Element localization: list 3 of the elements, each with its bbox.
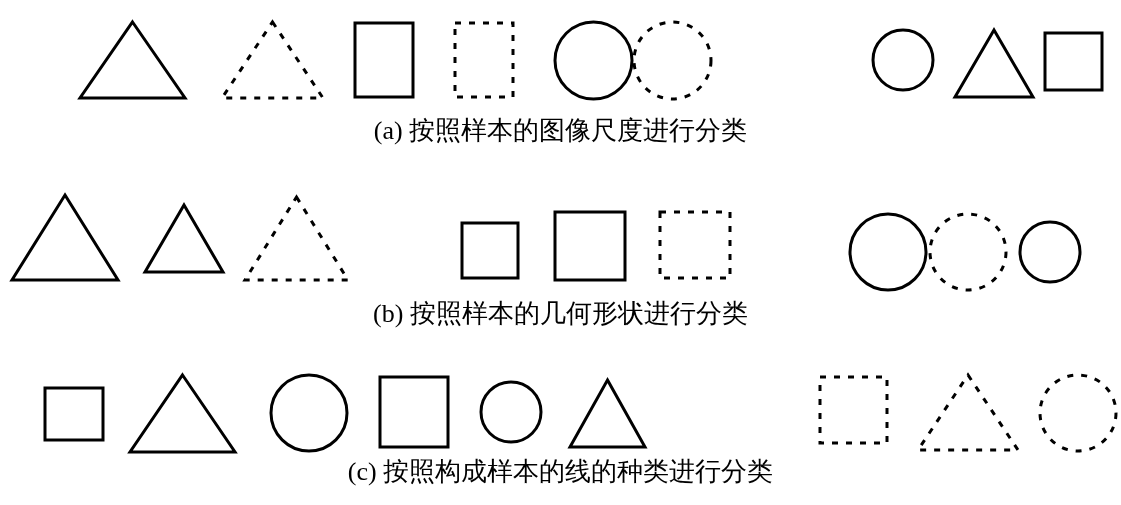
caption: (b) 按照样本的几何形状进行分类 bbox=[373, 298, 748, 330]
caption: (a) 按照样本的图像尺度进行分类 bbox=[373, 115, 748, 147]
caption: (c) 按照构成样本的线的种类进行分类 bbox=[347, 456, 774, 488]
